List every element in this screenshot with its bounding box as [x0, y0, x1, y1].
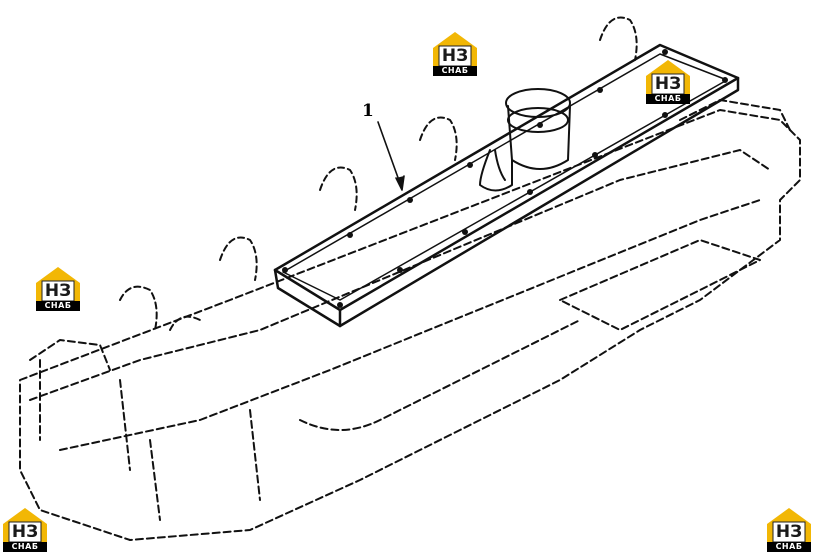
gasket-bolts: [282, 49, 728, 308]
callout-leader: [377, 121, 405, 191]
logo-mark: НЗ: [11, 522, 39, 542]
watermark-logo: НЗ СНАБ: [764, 506, 814, 554]
valve-cover-gasket: [273, 43, 740, 328]
logo-word: СНАБ: [767, 542, 811, 552]
logo-word: СНАБ: [3, 542, 47, 552]
engine-block: [19, 99, 801, 541]
logo-mark: НЗ: [44, 281, 72, 301]
logo-word: СНАБ: [646, 94, 690, 104]
logo-word: СНАБ: [433, 66, 477, 76]
house-logo-icon: [3, 508, 47, 543]
callout-label: 1: [362, 101, 374, 121]
logo-word: СНАБ: [36, 301, 80, 311]
house-logo-icon: [433, 32, 477, 67]
watermark-logo: НЗ СНАБ: [0, 506, 50, 554]
logo-mark: НЗ: [654, 74, 682, 94]
watermark-logo: НЗ СНАБ: [33, 265, 83, 313]
watermark-logo: НЗ СНАБ: [430, 30, 480, 78]
house-logo-icon: [646, 60, 690, 95]
oil-filler-cap: [479, 88, 571, 192]
house-logo-icon: [767, 508, 811, 543]
rocker-bosses: [119, 16, 638, 331]
logo-mark: НЗ: [775, 522, 803, 542]
logo-mark: НЗ: [441, 46, 469, 66]
watermark-logo: НЗ СНАБ: [643, 58, 693, 106]
